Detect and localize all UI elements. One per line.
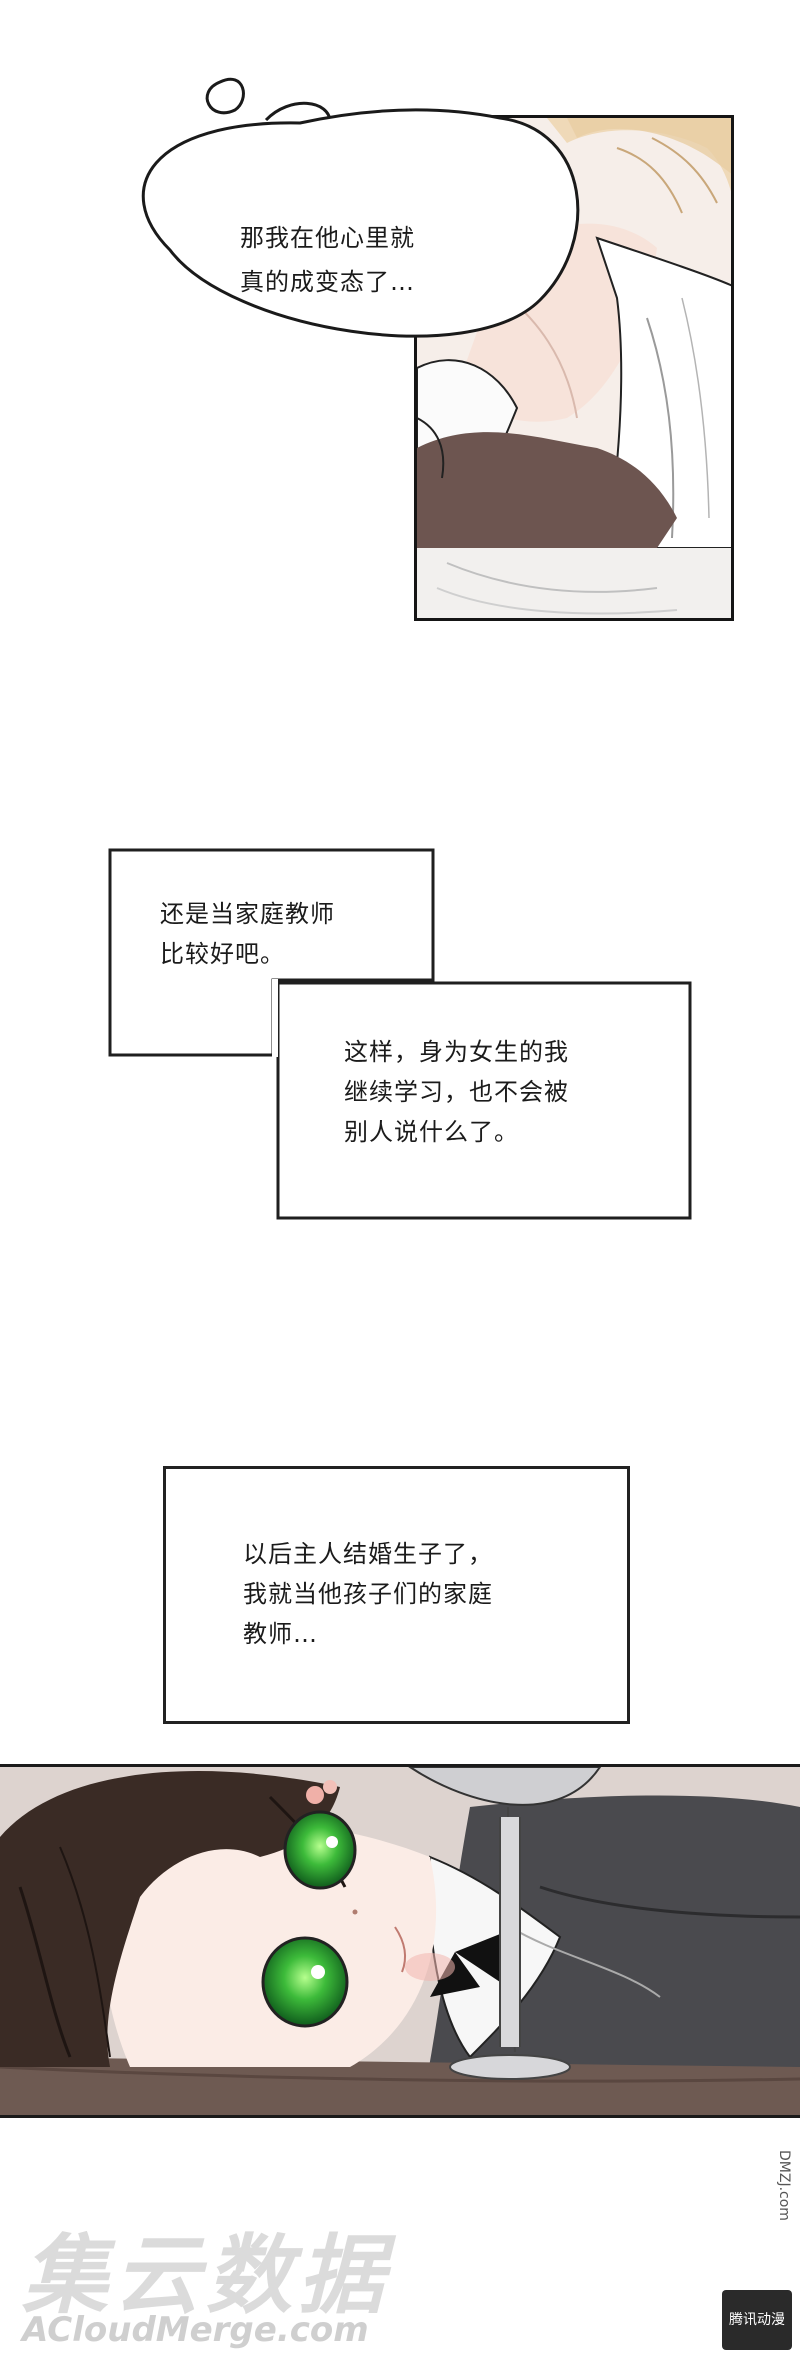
panel-2-artwork xyxy=(0,1767,800,2115)
narration-box-1: 还是当家庭教师 比较好吧。 xyxy=(160,894,335,974)
narration-line: 这样，身为女生的我 xyxy=(344,1038,569,1066)
panel-2 xyxy=(0,1764,800,2118)
thought-text: 那我在他心里就 真的成变态了… xyxy=(240,216,500,304)
thought-line: 真的成变态了… xyxy=(240,268,415,296)
narration-line: 还是当家庭教师 xyxy=(160,900,335,928)
narration-line: 继续学习，也不会被 xyxy=(344,1078,569,1106)
watermark-logo-cn: 集云数据 xyxy=(22,2226,390,2326)
narration-box-2: 这样，身为女生的我 继续学习，也不会被 别人说什么了。 xyxy=(344,1032,569,1152)
narration-line: 我就当他孩子们的家庭 xyxy=(243,1580,493,1608)
thought-bubble-shape xyxy=(141,77,580,338)
narration-line: 以后主人结婚生子了， xyxy=(243,1540,493,1568)
narration-boxes-frame xyxy=(108,848,692,1220)
dmzj-mark: DMZJ.com xyxy=(776,2150,792,2221)
side-watermark: DMZJ.com 腾讯动漫 xyxy=(722,2150,798,2378)
narration-box-3-text: 以后主人结婚生子了， 我就当他孩子们的家庭 教师… xyxy=(243,1534,493,1654)
watermark-url: ACloudMerge.com xyxy=(22,2310,369,2350)
publisher-badge: 腾讯动漫 xyxy=(722,2290,792,2350)
narration-line: 比较好吧。 xyxy=(160,940,285,968)
narration-line: 别人说什么了。 xyxy=(344,1118,519,1146)
narration-line: 教师… xyxy=(243,1620,318,1648)
narration-box-3 xyxy=(163,1466,630,1724)
thought-line: 那我在他心里就 xyxy=(240,224,415,252)
thought-bubble xyxy=(0,0,800,400)
